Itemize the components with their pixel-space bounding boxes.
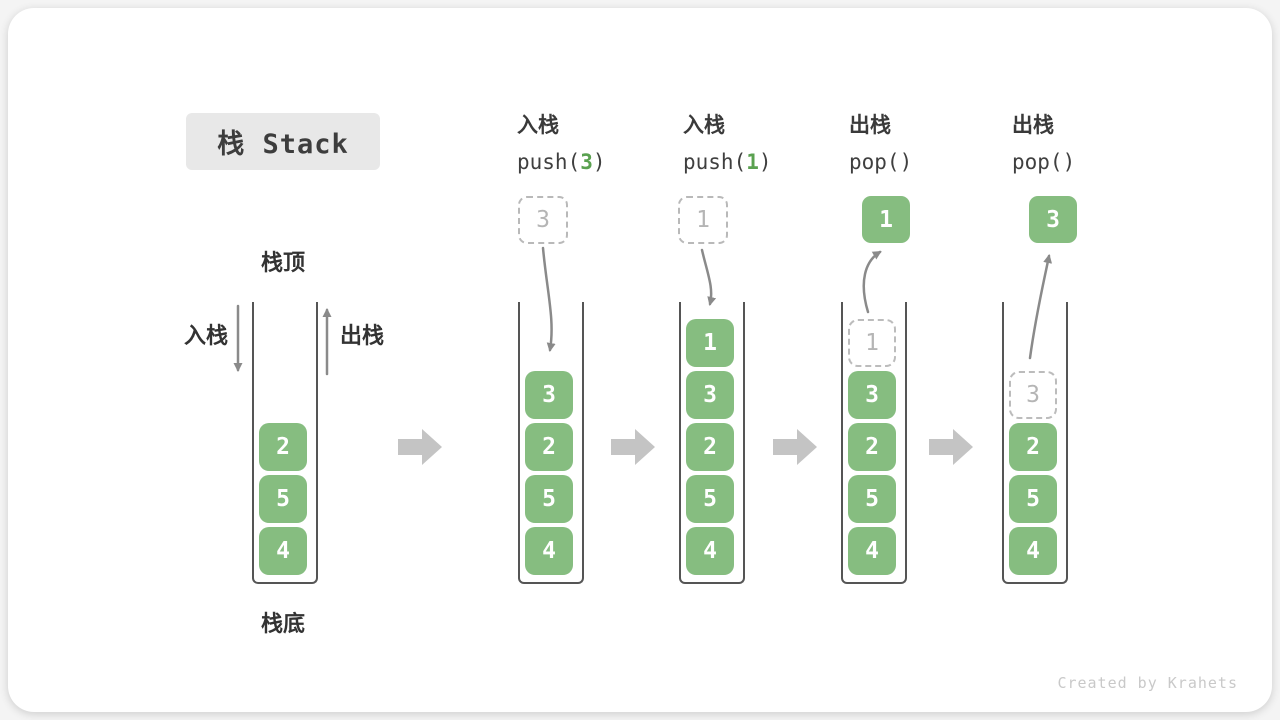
stack-container-push-3: 3 2 5 4 xyxy=(518,302,584,584)
op-code-fn: push( xyxy=(683,150,747,174)
stack-item: 5 xyxy=(525,475,573,523)
op-code: pop() xyxy=(1012,144,1075,180)
stack-bottom-label: 栈底 xyxy=(260,611,305,636)
op-code-end: ) xyxy=(758,150,772,174)
op-code-fn: pop( xyxy=(849,150,900,174)
stack-item: 1 xyxy=(686,319,734,367)
stack-item: 4 xyxy=(686,527,734,575)
op-label: 出栈 xyxy=(1012,114,1054,137)
stack-item: 5 xyxy=(1009,475,1057,523)
stack-item: 2 xyxy=(259,423,307,471)
stack-item: 2 xyxy=(848,423,896,471)
stack-top-label: 栈顶 xyxy=(260,250,305,275)
stack-item-ghost: 3 xyxy=(1009,371,1057,419)
op-label: 入栈 xyxy=(683,114,725,137)
op-code-end: ) xyxy=(592,150,606,174)
page-title: 栈 Stack xyxy=(217,129,349,160)
op-code-end: ) xyxy=(899,150,913,174)
push-direction-label: 入栈 xyxy=(183,323,228,348)
op-code-fn: push( xyxy=(517,150,581,174)
op-code-arg: 1 xyxy=(746,150,759,174)
pop-direction-label: 出栈 xyxy=(340,323,385,348)
stack-container-pop-1: 1 3 2 5 4 xyxy=(841,302,907,584)
op-code: push(3) xyxy=(517,144,606,180)
stack-item: 2 xyxy=(686,423,734,471)
op-header-push-3: 入栈 push(3) xyxy=(517,108,606,180)
stack-item: 5 xyxy=(259,475,307,523)
stack-item: 5 xyxy=(686,475,734,523)
op-header-pop-3: 出栈 pop() xyxy=(1012,108,1075,180)
stack-item: 4 xyxy=(525,527,573,575)
title-box: 栈 Stack xyxy=(186,113,380,170)
stack-container-pop-3: 3 2 5 4 xyxy=(1002,302,1068,584)
stack-item: 4 xyxy=(1009,527,1057,575)
floating-value-pop-1: 1 xyxy=(862,196,910,243)
stack-item: 3 xyxy=(848,371,896,419)
op-code: pop() xyxy=(849,144,912,180)
stack-item: 3 xyxy=(686,371,734,419)
op-code-arg: 3 xyxy=(580,150,593,174)
stack-item: 3 xyxy=(525,371,573,419)
stack-item: 5 xyxy=(848,475,896,523)
stack-item: 2 xyxy=(525,423,573,471)
stack-container-push-1: 1 3 2 5 4 xyxy=(679,302,745,584)
op-header-push-1: 入栈 push(1) xyxy=(683,108,772,180)
stack-item-ghost: 1 xyxy=(848,319,896,367)
floating-value-push-1: 1 xyxy=(678,196,728,244)
op-code-end: ) xyxy=(1062,150,1076,174)
op-label: 出栈 xyxy=(849,114,891,137)
op-header-pop-1: 出栈 pop() xyxy=(849,108,912,180)
footer-credit: Created by Krahets xyxy=(1057,674,1238,692)
stack-item: 2 xyxy=(1009,423,1057,471)
op-label: 入栈 xyxy=(517,114,559,137)
floating-value-pop-3: 3 xyxy=(1029,196,1077,243)
floating-value-push-3: 3 xyxy=(518,196,568,244)
stack-item: 4 xyxy=(259,527,307,575)
op-code-fn: pop( xyxy=(1012,150,1063,174)
op-code: push(1) xyxy=(683,144,772,180)
stack-item: 4 xyxy=(848,527,896,575)
stack-container-initial: 2 5 4 xyxy=(252,302,318,584)
